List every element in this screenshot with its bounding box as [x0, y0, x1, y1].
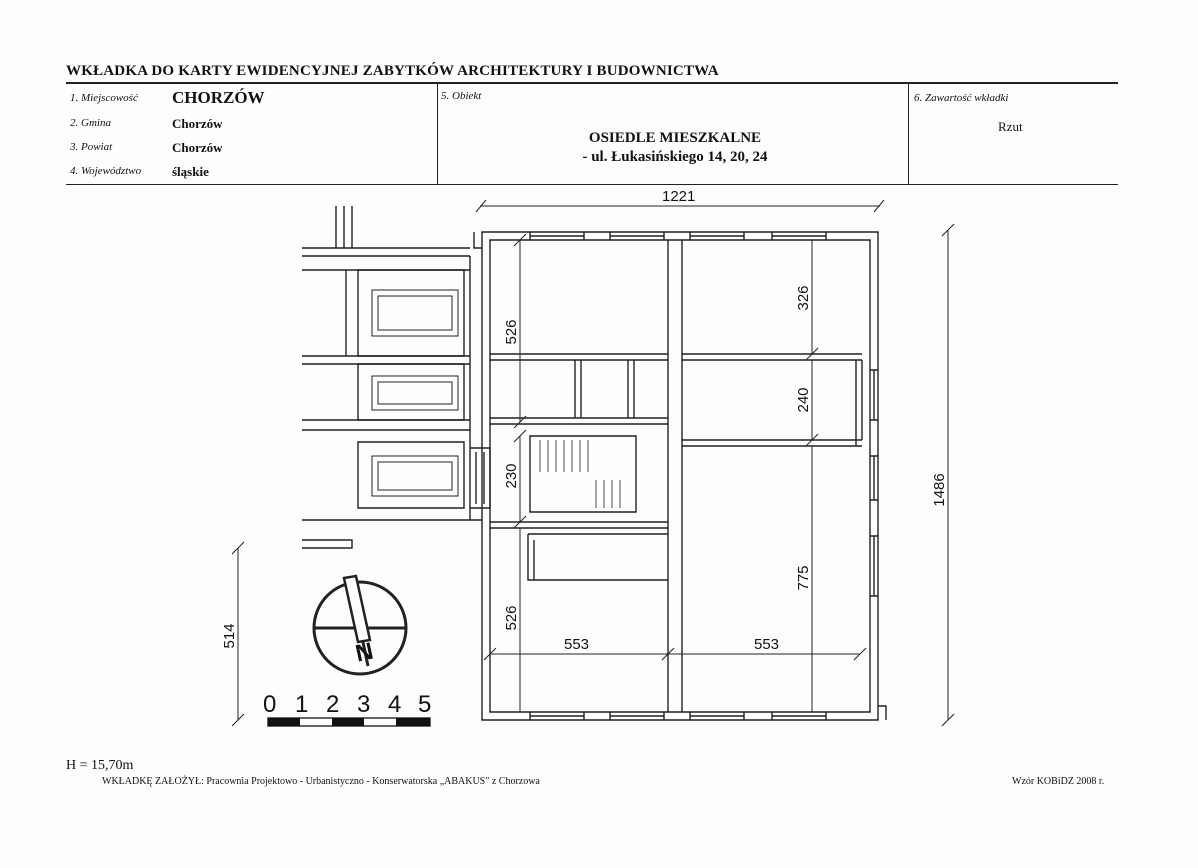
partition-left-1	[490, 353, 668, 361]
dim-text-775: 775	[795, 565, 812, 590]
gmina-label: 2. Gmina	[70, 117, 111, 129]
obiekt-line2: - ul. Łukasińskiego 14, 20, 24	[582, 149, 768, 165]
north-arrow-letter: N	[353, 638, 376, 668]
scale-label-5: 5	[418, 691, 431, 718]
scale-label-3: 3	[357, 691, 370, 718]
dim-line-326	[805, 240, 819, 361]
gmina-value: Chorzów	[172, 116, 223, 131]
dim-text-553-left: 553	[564, 636, 589, 653]
template-note: Wzór KOBiDZ 2008 r.	[1012, 776, 1105, 787]
stair-treads	[539, 440, 621, 508]
windows-top	[529, 232, 827, 240]
zawartosc-label: 6. Zawartość wkładki	[914, 92, 1009, 104]
adjoining-building	[302, 206, 482, 549]
north-arrow-needle	[342, 574, 372, 644]
stairwell-walls	[529, 435, 637, 513]
author-note: WKŁADKĘ ZAŁOŻYŁ: Pracownia Projektowo - …	[102, 776, 540, 787]
partition-left-4	[574, 360, 582, 418]
scale-label-4: 4	[388, 691, 401, 718]
scale-label-2: 2	[326, 691, 339, 718]
counter-outline	[527, 533, 668, 581]
dim-line-553	[483, 647, 867, 661]
windows-bottom	[529, 712, 827, 720]
dim-text-230: 230	[503, 463, 520, 488]
corner-notch-br	[878, 705, 887, 720]
partition-left-5	[627, 360, 635, 418]
dim-text-526-top: 526	[503, 319, 520, 344]
dim-text-240: 240	[795, 387, 812, 412]
header-bottom-rule	[66, 184, 1118, 185]
miejscowosc-value: CHORZÓW	[172, 88, 265, 107]
partition-left-2	[490, 417, 668, 425]
dim-text-1486: 1486	[931, 473, 948, 506]
dim-text-553-right: 553	[754, 636, 779, 653]
dim-text-326: 326	[795, 285, 812, 310]
scale-bar	[267, 717, 431, 727]
corner-notch-tl	[473, 232, 482, 249]
outer-wall-outer	[481, 231, 879, 721]
obiekt-line1: OSIEDLE MIESZKALNE	[588, 130, 762, 146]
wojewodztwo-label: 4. Województwo	[70, 165, 142, 177]
partition-right-2	[682, 439, 862, 447]
miejscowosc-label: 1. Miejscowość	[70, 92, 138, 104]
zawartosc-value: Rzut	[998, 119, 1023, 134]
dim-text-1221: 1221	[662, 188, 695, 205]
outer-wall-inner	[489, 239, 871, 713]
central-wall	[667, 240, 683, 712]
dim-line-240	[805, 360, 819, 447]
adjoining-rooms	[357, 269, 465, 509]
dim-line-1486	[941, 223, 955, 727]
dim-line-1221	[475, 199, 885, 213]
partition-right-3	[855, 360, 863, 446]
powiat-value: Chorzów	[172, 140, 223, 155]
dim-text-514: 514	[221, 623, 238, 648]
partition-right-1	[682, 353, 862, 361]
header-top-rule	[66, 82, 1118, 84]
dim-line-230	[513, 429, 527, 529]
scale-label-1: 1	[295, 691, 308, 718]
adjoining-bay	[470, 447, 491, 509]
wojewodztwo-value: śląskie	[172, 164, 209, 179]
dim-line-514	[231, 541, 245, 727]
adjoining-panels	[371, 289, 459, 497]
card-title: WKŁADKA DO KARTY EWIDENCYJNEJ ZABYTKÓW A…	[66, 63, 719, 79]
windows-right	[870, 369, 878, 597]
scale-label-0: 0	[263, 691, 276, 718]
powiat-label: 3. Powiat	[70, 141, 113, 153]
dim-line-526-top	[513, 233, 527, 429]
dim-text-526-bottom: 526	[503, 605, 520, 630]
header-divider-1	[437, 83, 438, 185]
obiekt-label: 5. Obiekt	[441, 90, 482, 102]
building-height: H = 15,70m	[66, 758, 134, 773]
header-divider-2	[908, 83, 909, 185]
